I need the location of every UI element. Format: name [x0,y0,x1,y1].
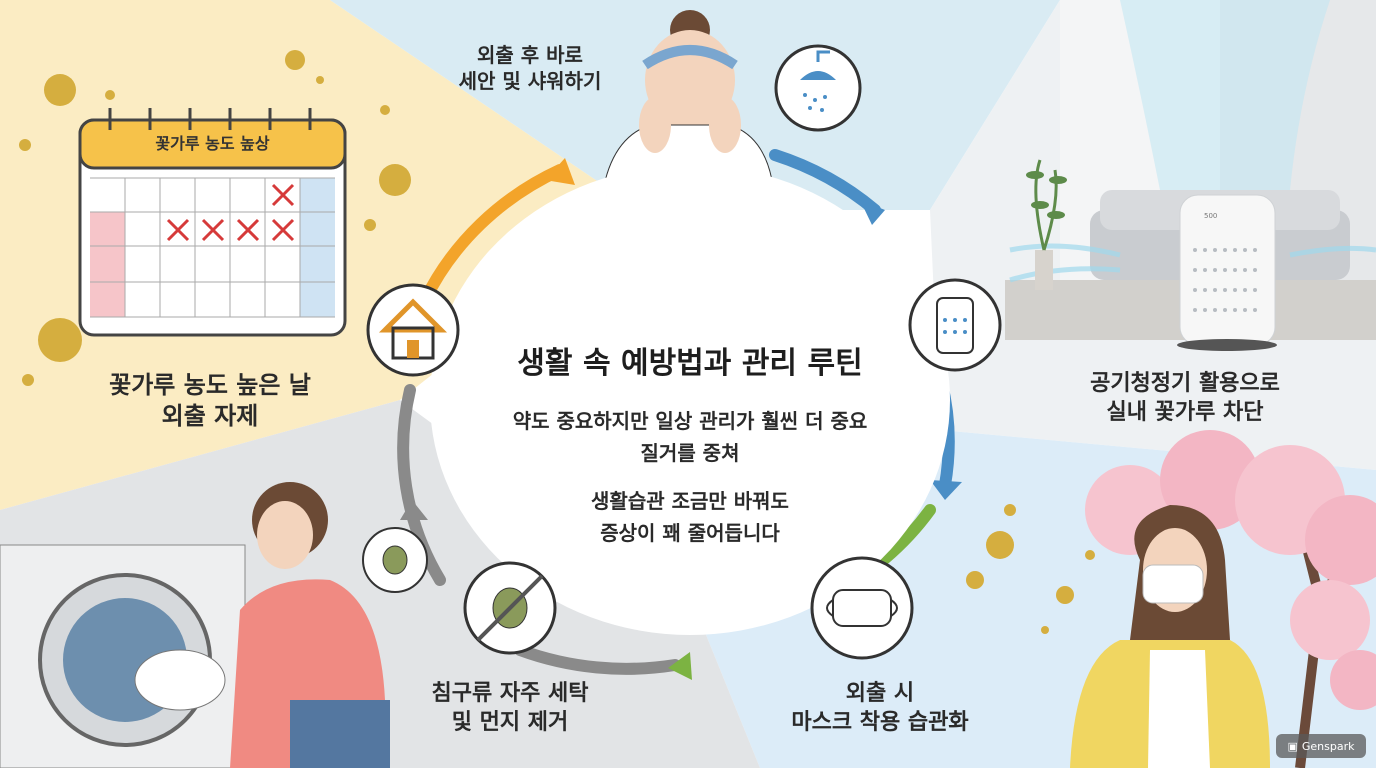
mask-icon [810,556,914,660]
genspark-badge-label: Genspark [1301,739,1355,753]
stay-home-label-line1: 꽃가루 농도 높은 날 [109,371,311,399]
laundry-label: 침구류 자주 세탁 및 먼지 제거 [390,680,630,737]
house-icon [366,283,460,377]
center-line-3: 생활습관 조금만 바꿔도 [591,489,789,513]
laundry-label-line2: 및 먼지 제거 [451,709,569,735]
wash-label-line1: 외출 후 바로 [477,43,583,67]
center-line-2: 질거를 중쳐 [640,441,740,465]
stay-home-label-line2: 외출 자제 [161,402,259,431]
dust-mite-icon [463,561,557,655]
shower-icon [774,44,862,132]
purifier-label: 공기청정기 활용으로 실내 꽃가루 차단 [1050,370,1320,427]
person-doing-laundry [230,482,390,768]
center-text-block: 생활 속 예방법과 관리 루틴 약도 중요하지만 일상 관리가 훨씬 더 중요 … [440,190,940,610]
mite-bubble-icon [362,527,428,593]
air-purifier-device: 500 [1177,194,1277,351]
plant [1026,159,1067,290]
air-purifier-icon [908,278,1002,372]
purifier-label-line2: 실내 꽃가루 차단 [1106,399,1264,425]
purifier-device-label: 500 [1204,212,1217,220]
pollen-calendar [78,108,347,337]
genspark-logo-icon: ▣ [1287,739,1298,753]
center-title: 생활 속 예방법과 관리 루틴 [517,346,863,381]
cherry-tree [1085,430,1376,768]
calendar-title: 꽃가루 농도 높상 [155,134,270,153]
laundry-label-line1: 침구류 자주 세탁 [431,681,589,706]
genspark-badge[interactable]: ▣ Genspark [1276,734,1366,758]
center-line-4: 증상이 꽤 줄어듭니다 [600,521,780,545]
wash-label: 외출 후 바로 세안 및 샤워하기 [440,42,620,94]
washing-machine [0,544,246,768]
center-circle [430,165,950,635]
mask-label-line2: 마스크 착용 습관화 [791,709,969,735]
mask-label: 외출 시 마스크 착용 습관화 [760,680,1000,737]
arrow-heads [400,158,962,680]
woman-with-mask [1070,505,1270,768]
mask-label-line1: 외출 시 [845,681,915,706]
stay-home-label: 꽃가루 농도 높은 날 외출 자제 [70,370,350,432]
purifier-label-line1: 공기청정기 활용으로 [1090,371,1280,396]
pollen-particles [19,50,1095,634]
center-line-1: 약도 중요하지만 일상 관리가 훨씬 더 중요 [512,409,868,433]
wash-label-line2: 세안 및 샤워하기 [458,69,602,93]
